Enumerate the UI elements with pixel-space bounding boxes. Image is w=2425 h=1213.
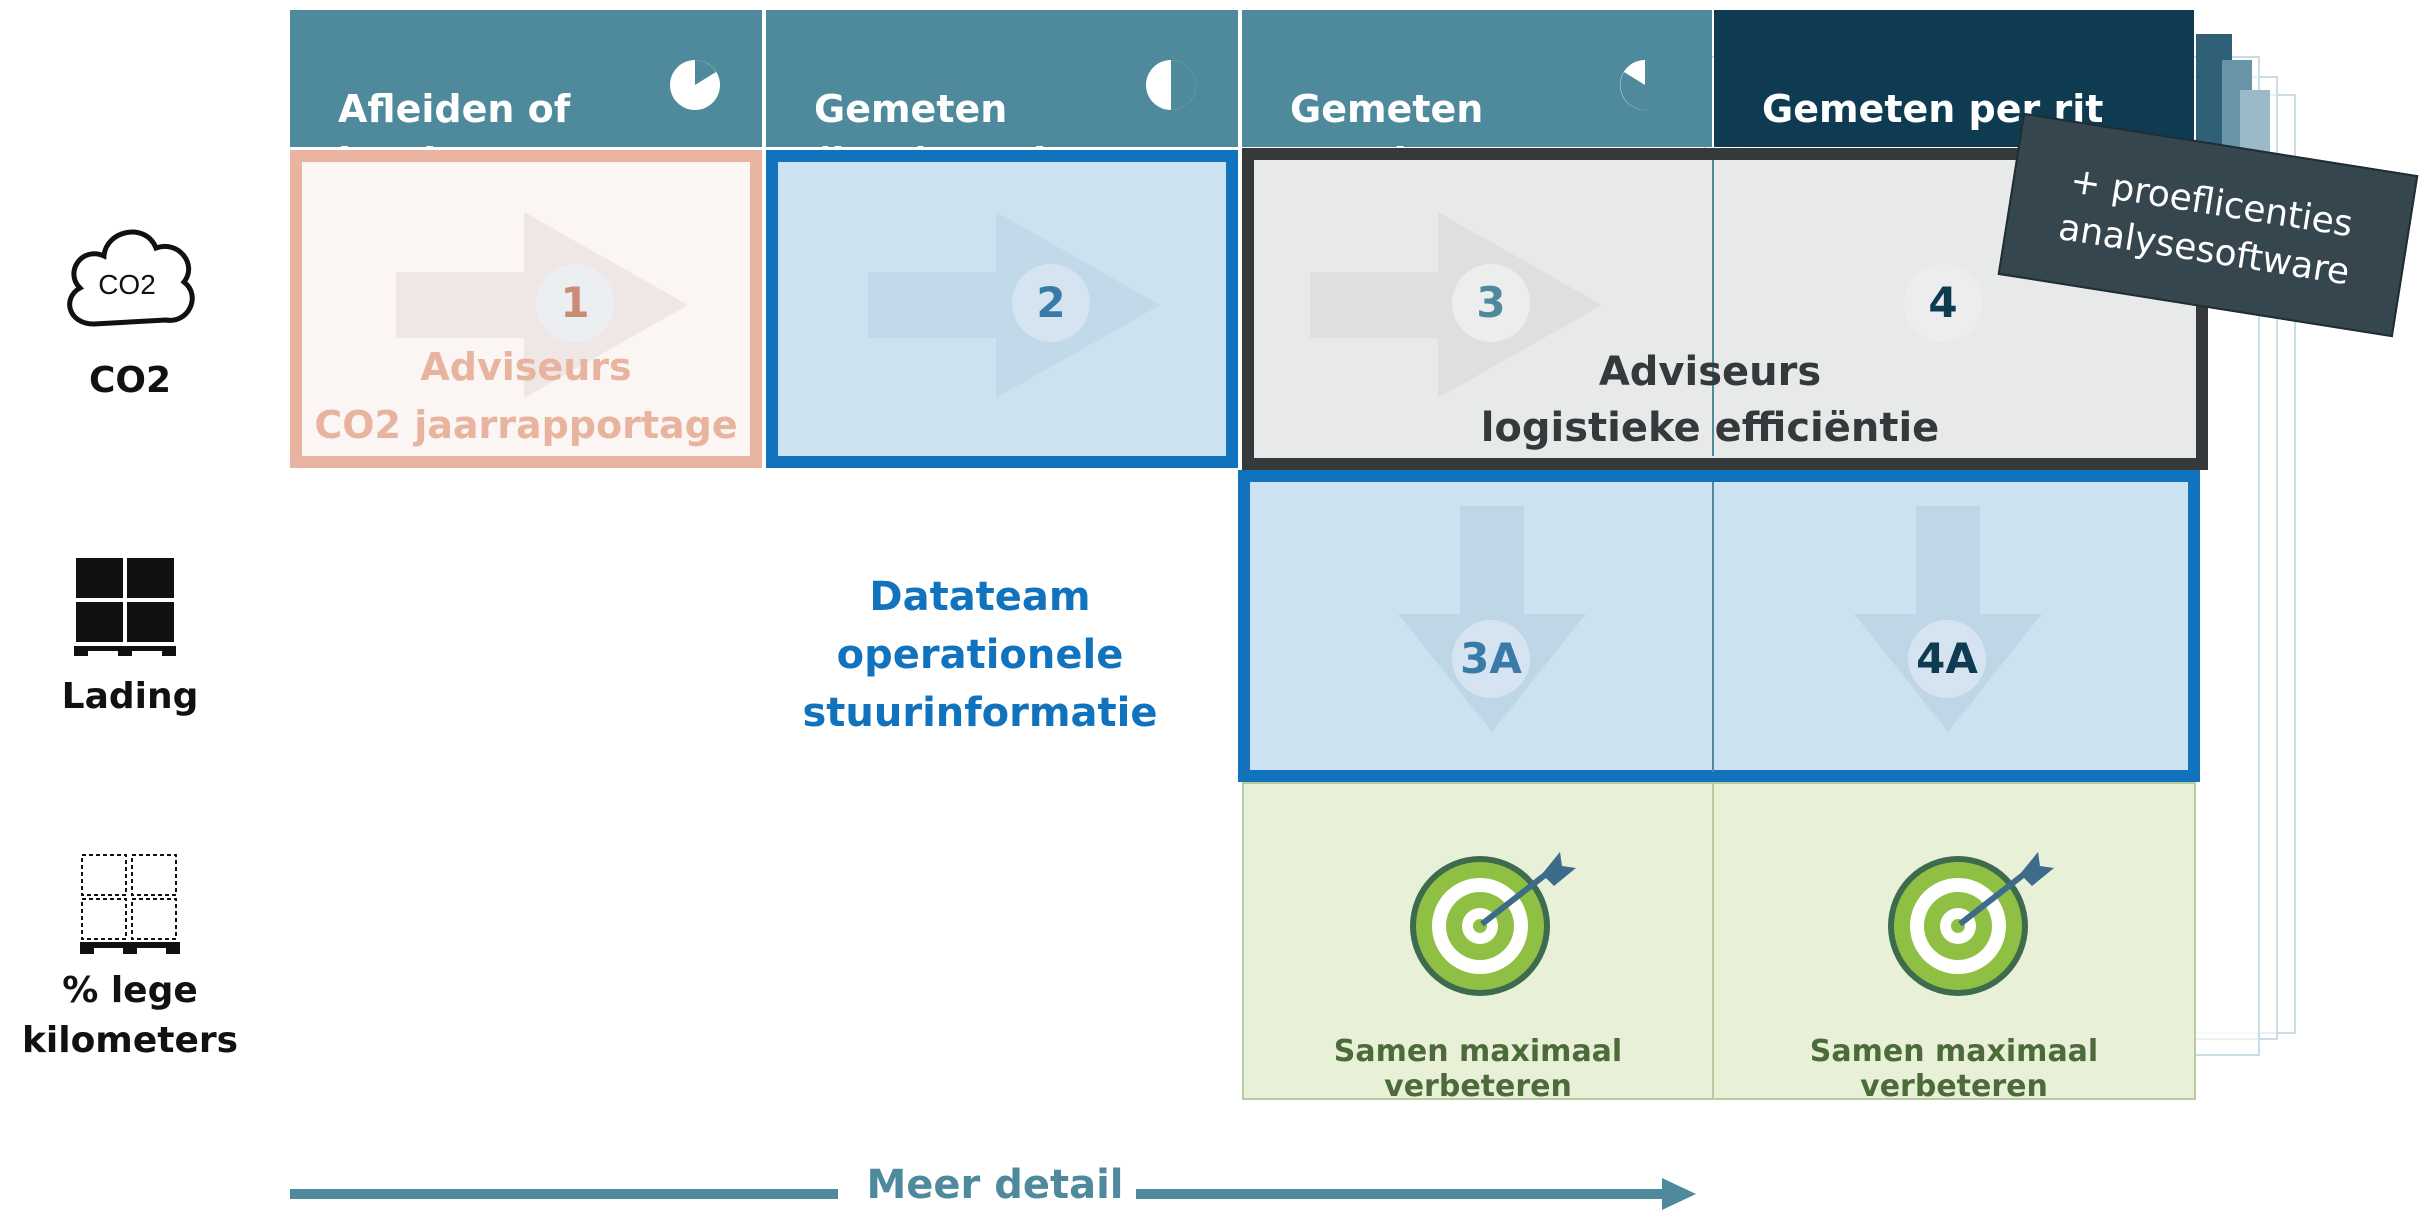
arrow-down-icon xyxy=(1398,506,1586,732)
column-header-afleiden: Afleiden of inschatten xyxy=(290,10,762,184)
pie-icon xyxy=(1620,59,1671,110)
column-divider xyxy=(1712,482,1714,772)
group-label-adviseurs-logistiek: Adviseurs logistieke efficiëntie xyxy=(1480,349,1940,451)
cell-number-3: 3 xyxy=(1452,264,1530,342)
arrow-down-icon xyxy=(1854,506,2042,732)
axis-label: Meer detail xyxy=(866,1162,1124,1208)
group-label-datateam: Datateam operationele stuurinformatie xyxy=(802,574,1158,736)
column-header-gemeten-rit: Gemeten per rit xyxy=(1242,10,1712,184)
cell-number-2: 2 xyxy=(1012,264,1090,342)
row-label-lege-km: % lege kilometers xyxy=(21,970,239,1061)
target-icon xyxy=(1410,852,1576,996)
pallet-empty-icon xyxy=(80,854,180,954)
axis-arrow xyxy=(290,1178,1696,1210)
row-label-co2: CO2 xyxy=(88,360,172,401)
group-datateam xyxy=(1238,470,2200,782)
cell-number-4a: 4A xyxy=(1908,620,1986,698)
column-header-gemeten-jaar: Gemeten (jaar) totalen xyxy=(766,10,1238,184)
pie-icon xyxy=(1146,60,1196,110)
pie-icon xyxy=(670,60,720,110)
cell-number-3a: 3A xyxy=(1452,620,1530,698)
column-divider xyxy=(1712,160,1714,456)
pallet-full-icon xyxy=(74,558,176,656)
target-icon xyxy=(1888,852,2054,996)
group-label-adviseurs-co2: Adviseurs CO2 jaarrapportage xyxy=(314,345,738,447)
target-label: Samen maximaal verbeteren xyxy=(1809,1034,2099,1104)
column-header-gemeten-per-rit: Gemeten per rit xyxy=(1714,10,2194,147)
cloud-icon-text: CO2 xyxy=(98,269,156,300)
cell-number-4: 4 xyxy=(1904,264,1982,342)
cell-number-1: 1 xyxy=(536,264,614,342)
target-label: Samen maximaal verbeteren xyxy=(1333,1034,1623,1104)
row-label-lading: Lading xyxy=(61,676,199,717)
cloud-co2-icon: CO2 xyxy=(67,229,195,327)
